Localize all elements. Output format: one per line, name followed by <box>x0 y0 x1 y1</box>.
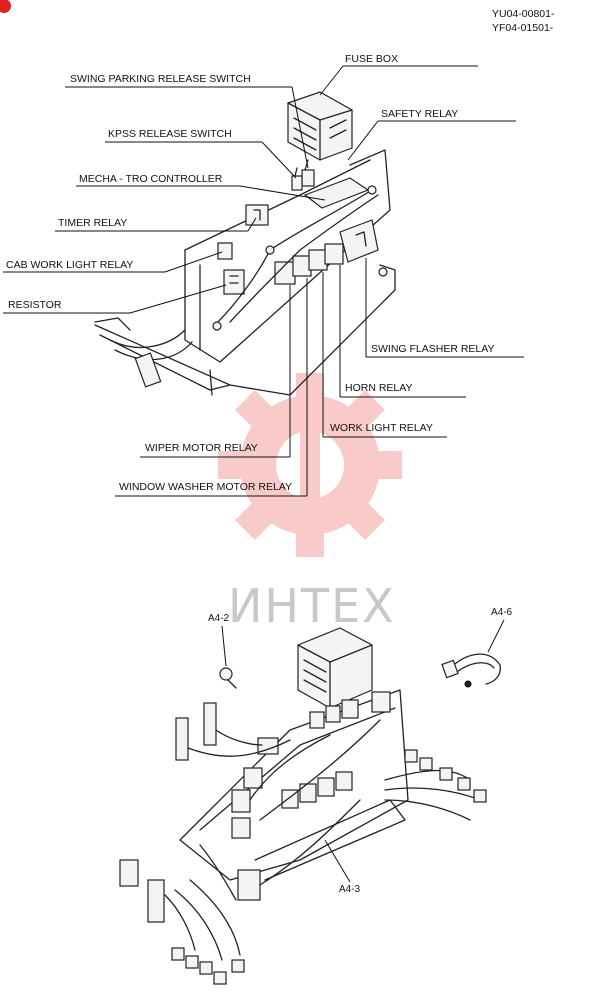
label-swing-flasher-relay: SWING FLASHER RELAY <box>371 343 495 355</box>
label-a4-6: A4-6 <box>491 607 513 618</box>
label-work-light-relay: WORK LIGHT RELAY <box>330 422 433 434</box>
watermark-gear-icon <box>218 373 402 557</box>
label-safety-relay: SAFETY RELAY <box>381 108 458 120</box>
label-a4-2: A4-2 <box>208 613 230 624</box>
lower-harness-assembly-drawing <box>119 627 501 985</box>
label-mecha-tro-controller: MECHA - TRO CONTROLLER <box>79 173 223 185</box>
upper-relay-panel-drawing <box>94 91 396 396</box>
part-code-1: YU04-00801- <box>492 8 555 20</box>
label-fuse-box: FUSE BOX <box>345 53 398 65</box>
label-cab-work-light-relay: CAB WORK LIGHT RELAY <box>6 259 133 271</box>
label-timer-relay: TIMER RELAY <box>58 217 127 229</box>
label-horn-relay: HORN RELAY <box>345 382 413 394</box>
label-a4-3: A4-3 <box>339 884 361 895</box>
corner-mark-icon <box>0 0 11 13</box>
label-wiper-motor-relay: WIPER MOTOR RELAY <box>145 442 258 454</box>
label-swing-parking-release-switch: SWING PARKING RELEASE SWITCH <box>70 73 251 85</box>
watermark-text: ИНТЕХ <box>228 579 396 633</box>
part-code-2: YF04-01501- <box>492 22 554 34</box>
label-kpss-release-switch: KPSS RELEASE SWITCH <box>108 128 232 140</box>
label-resistor: RESISTOR <box>8 299 62 311</box>
upper-callouts: FUSE BOX SWING PARKING RELEASE SWITCH SA… <box>3 53 524 497</box>
lower-callouts: A4-2 A4-6 A4-3 <box>208 607 513 895</box>
label-window-washer-motor-relay: WINDOW WASHER MOTOR RELAY <box>119 481 292 493</box>
